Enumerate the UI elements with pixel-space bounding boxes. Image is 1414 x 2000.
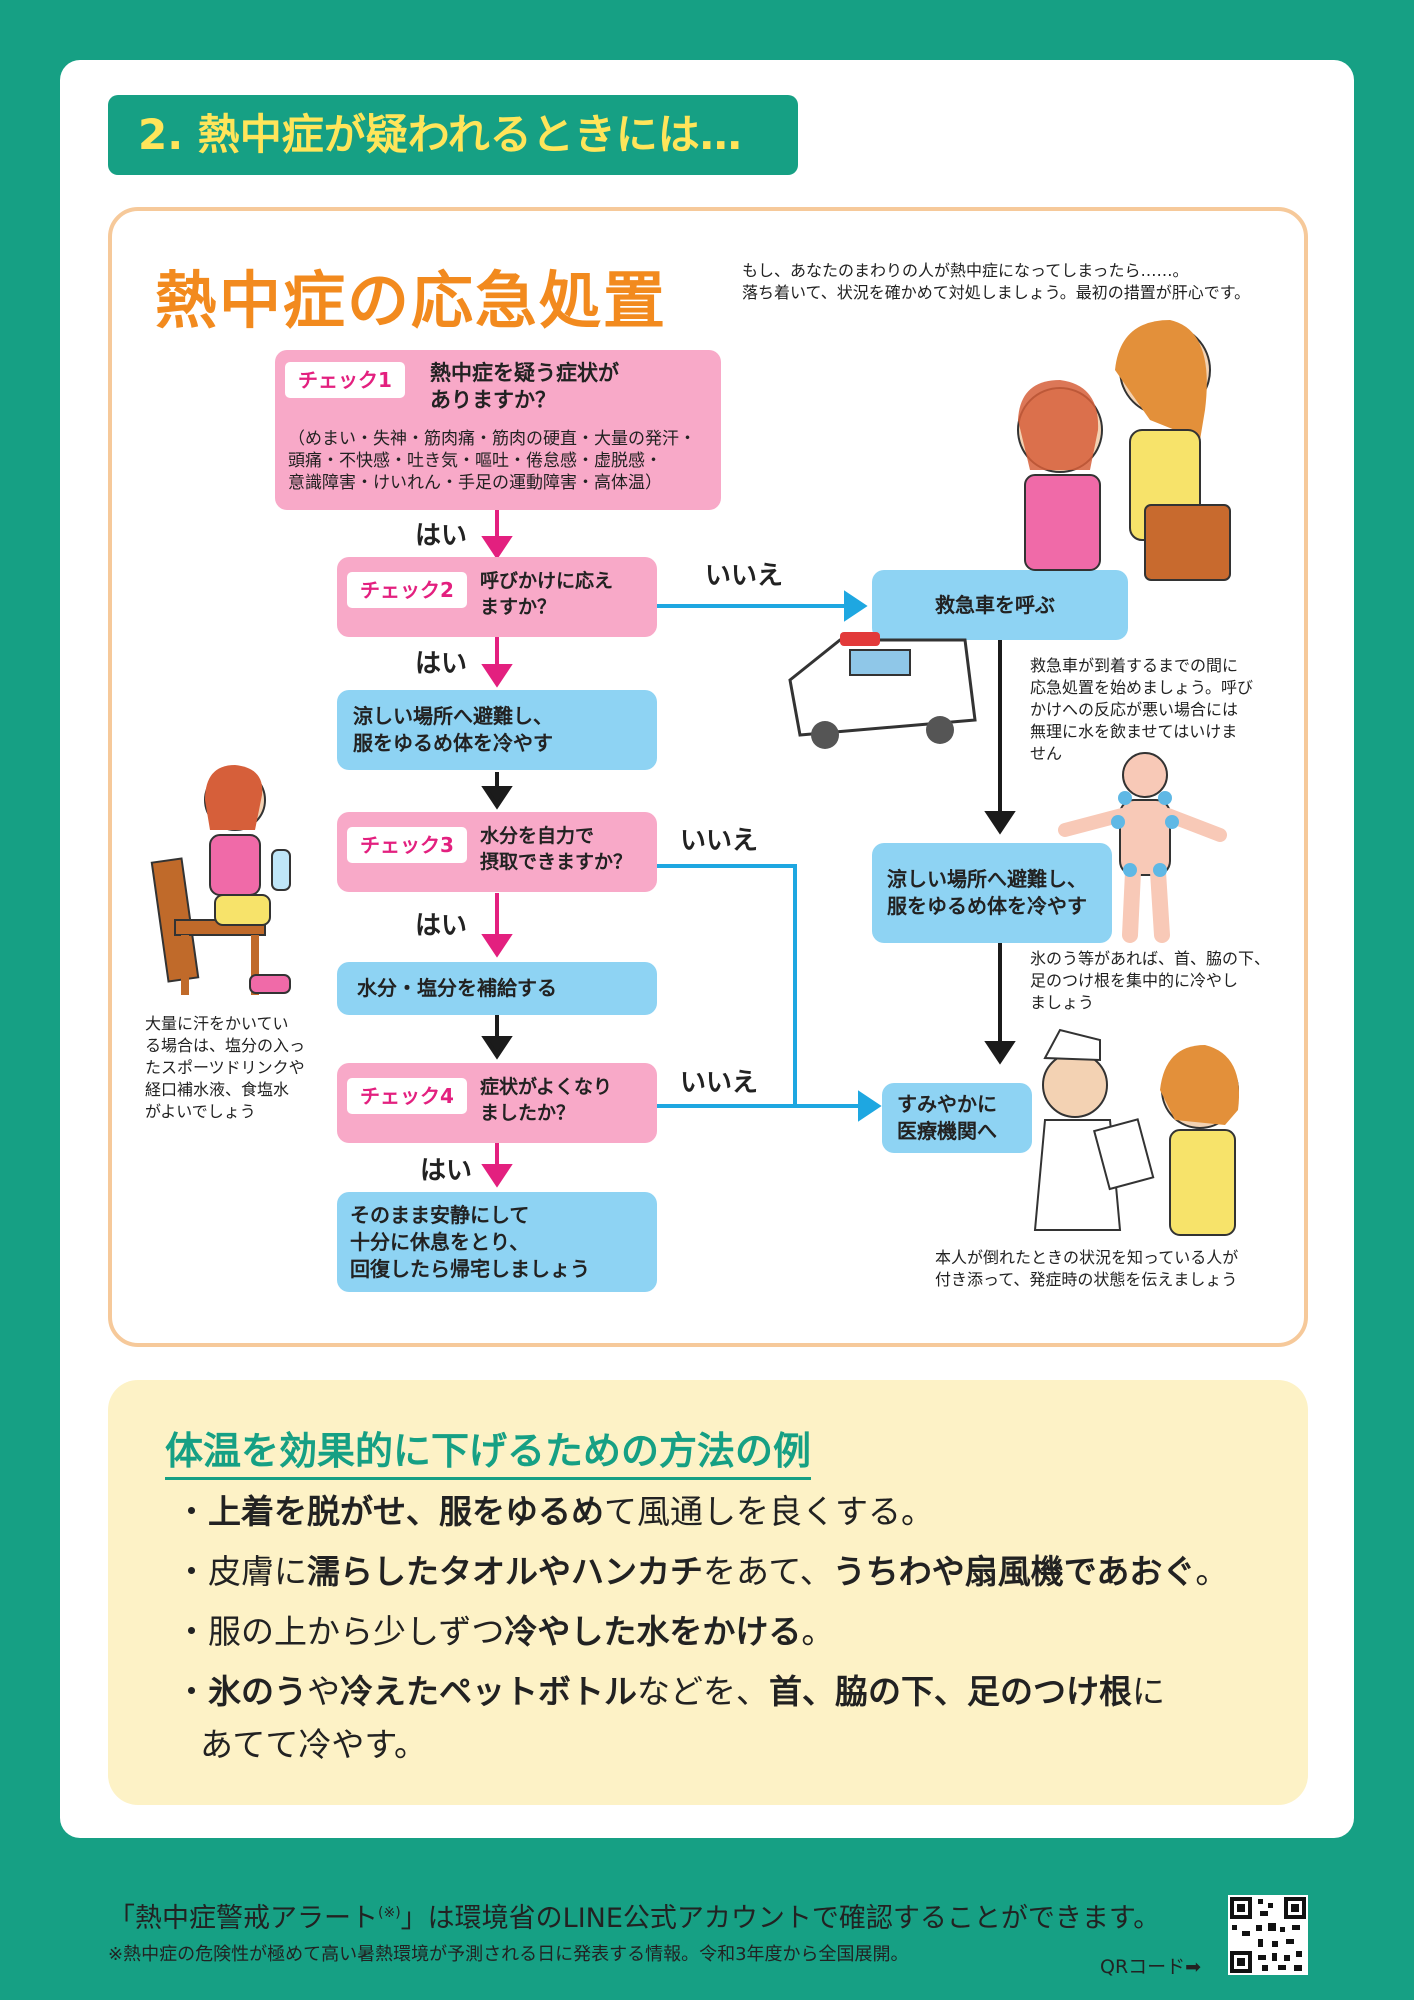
tips-panel [108, 1380, 1308, 1805]
check2-question: 呼びかけに応えますか？ [480, 570, 614, 618]
check4-question: 症状がよくなりましたか？ [480, 1076, 613, 1124]
worried-woman-illustration [1160, 1045, 1240, 1236]
yes-label-2: はい [415, 649, 468, 679]
check1-question: 熱中症を疑う症状がありますか？ [430, 361, 619, 412]
check1-tag: チェック1 [285, 362, 405, 398]
tip-4-line2: あてて冷やす。 [200, 1725, 428, 1764]
yes-label-4: はい [420, 1156, 473, 1186]
intro-text: もし、あなたのまわりの人が熱中症になってしまったら……。落ち着いて、状況を確かめ… [742, 261, 1251, 302]
tip-4: ・氷のうや冷えたペットボトルなどを、首、脇の下、足のつけ根に [175, 1672, 1165, 1711]
ambulance-illustration [788, 632, 977, 749]
water-box [337, 962, 657, 1015]
water-text: 水分・塩分を補給する [357, 976, 557, 1000]
cool-text-right: 涼しい場所へ避難し、服をゆるめ体を冷やす [887, 867, 1087, 918]
tip-2: ・皮膚に濡らしたタオルやハンカチをあて、うちわや扇風機であおぐ。 [175, 1552, 1229, 1591]
footer-alert-text: 「熱中症警戒アラート(※)」は環境省のLINE公式アカウントで確認することができ… [108, 1903, 1161, 1934]
no-label-2: いいえ [705, 561, 784, 591]
ice-note: 氷のう等があれば、首、脇の下、足のつけ根を集中的に冷やしましょう [1030, 949, 1271, 1012]
helping-woman-illustration [1115, 320, 1231, 581]
cool-box-right [872, 843, 1112, 943]
yes-label-1: はい [415, 521, 468, 551]
check4-tag: チェック4 [347, 1078, 467, 1114]
tip-3: ・服の上から少しずつ冷やした水をかける。 [175, 1612, 835, 1651]
body-diagram-illustration [1058, 752, 1227, 943]
check3-question: 水分を自力で摂取できますか？ [480, 825, 633, 873]
rest-text: そのまま安静にして十分に休息をとり、回復したら帰宅しましょう [350, 1203, 590, 1281]
ambulance-text: 救急車を呼ぶ [935, 593, 1055, 617]
qr-code-icon[interactable] [1228, 1895, 1308, 1975]
qr-label: QRコード➡ [1100, 1956, 1202, 1978]
ambulance-note: 救急車が到着するまでの間に応急処置を始めましょう。呼びかけへの反応が悪い場合には… [1030, 656, 1254, 763]
tip-1: ・上着を脱がせ、服をゆるめて風通しを良くする。 [175, 1492, 934, 1531]
yes-label-3: はい [415, 911, 468, 941]
check1-symptoms: （めまい・失神・筋肉痛・筋肉の硬直・大量の発汗・頭痛・不快感・吐き気・嘔吐・倦怠… [288, 429, 696, 493]
hospital-note: 本人が倒れたときの状況を知っている人が付き添って、発症時の状態を伝えましょう [935, 1248, 1239, 1289]
section-title: 2. 熱中症が疑われるときには… [108, 95, 798, 175]
hospital-box [882, 1083, 1032, 1153]
nurse-illustration [1033, 1028, 1155, 1231]
no-label-4: いいえ [680, 1068, 759, 1098]
rest-box [337, 1192, 657, 1292]
drink-note: 大量に汗をかいている場合は、塩分の入ったスポーツドリンクや経口補水液、食塩水がよ… [145, 1014, 306, 1121]
cool-text-left: 涼しい場所へ避難し、服をゆるめ体を冷やす [353, 704, 553, 755]
check3-tag: チェック3 [347, 827, 467, 863]
tips-title: 体温を効果的に下げるための方法の例 [165, 1420, 812, 1480]
check2-tag: チェック2 [347, 572, 467, 608]
ambulance-box [872, 570, 1128, 640]
main-title: 熱中症の応急処置 [155, 264, 668, 337]
footer-note: ※熱中症の危険性が極めて高い暑熱環境が予測される日に発表する情報。令和3年度から… [108, 1944, 909, 1965]
dizzy-girl-illustration [1017, 380, 1103, 571]
cool-box-left [337, 690, 657, 770]
drinking-girl-illustration [150, 765, 291, 995]
no-label-3: いいえ [680, 826, 759, 856]
hospital-text: すみやかに医療機関へ [897, 1092, 997, 1143]
